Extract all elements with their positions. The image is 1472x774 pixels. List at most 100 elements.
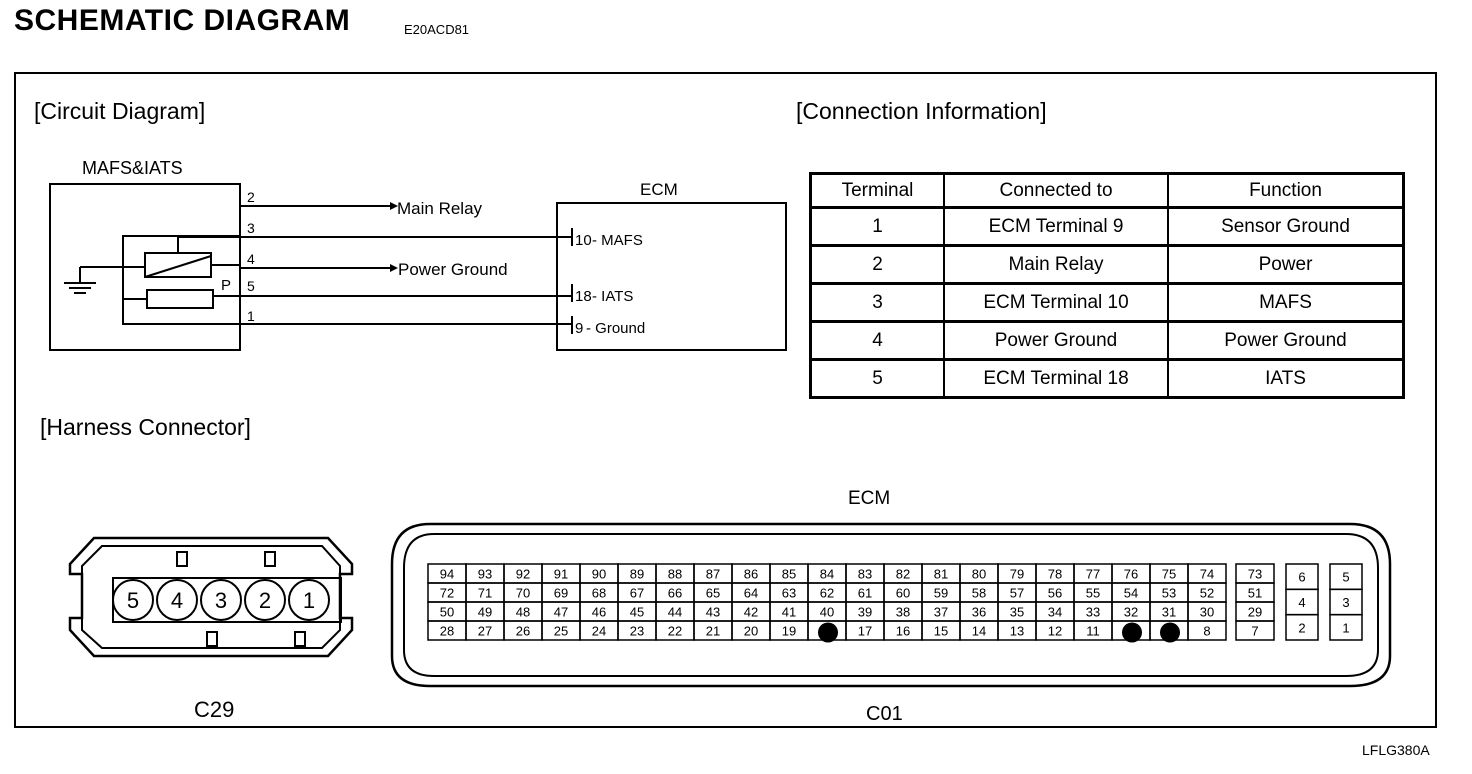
ecm-pin-number: 58 [972, 586, 986, 601]
circuit-diagram: MAFS&IATS P 2 3 4 5 1 Main Relay Power G… [49, 158, 787, 351]
column-header: Function [1167, 172, 1405, 209]
ecm-pin-number: 74 [1200, 567, 1214, 582]
ecm-pin-number: 75 [1162, 567, 1176, 582]
ecm-pin-number: 33 [1086, 605, 1100, 620]
ecm-pin-number: 19 [782, 624, 796, 639]
table-cell: Power [1167, 244, 1405, 285]
ecm-pin-number: 88 [668, 567, 682, 582]
pin-label: 5 [247, 278, 255, 294]
ecm-pin-label: - Ground [586, 320, 645, 337]
table-cell: ECM Terminal 9 [943, 206, 1169, 247]
pin-label: 4 [247, 251, 255, 267]
table-cell: 3 [809, 282, 945, 323]
page-title: SCHEMATIC DIAGRAM [14, 4, 351, 37]
ecm-pin-number: 72 [440, 586, 454, 601]
c29-pin-number: 5 [127, 588, 139, 613]
c29-pin [156, 579, 198, 621]
c29-pin-number: 3 [215, 588, 227, 613]
ecm-pin-number: 87 [706, 567, 720, 582]
ecm-pin-number: 55 [1086, 586, 1100, 601]
ecm-pin-number: 44 [668, 605, 682, 620]
ecm-pin-cell [1187, 620, 1227, 641]
c29-pin [200, 579, 242, 621]
filled-pin-dot [818, 622, 838, 643]
ecm-pin-number: 17 [858, 624, 872, 639]
ecm-box [556, 202, 787, 351]
ecm-pin-number: 79 [1010, 567, 1024, 582]
ecm-pin-number: 53 [1162, 586, 1176, 601]
ecm-pin-label: - MAFS [592, 232, 643, 249]
ecm-pin-number: 80 [972, 567, 986, 582]
ecm-pin-number: 68 [592, 586, 606, 601]
table-cell: ECM Terminal 18 [943, 358, 1169, 399]
ecm-pin-number: 36 [972, 605, 986, 620]
sensor-label: MAFS&IATS [82, 158, 183, 178]
ecm-pin-number: 42 [744, 605, 758, 620]
ecm-pin-number: 30 [1200, 605, 1214, 620]
power-ground-label: Power Ground [398, 260, 508, 279]
ecm-pin-number: 40 [820, 605, 834, 620]
ecm-pin-number: 31 [1162, 605, 1176, 620]
ecm-pin-number: 63 [782, 586, 796, 601]
ecm-pin-number: 18 [575, 288, 592, 305]
ecm-pin-number: 6 [1298, 570, 1305, 585]
ecm-pin-number: 25 [554, 624, 568, 639]
ecm-pin-number: 57 [1010, 586, 1024, 601]
table-row: 3 ECM Terminal 10 MAFS [809, 282, 1405, 323]
ecm-pin-number: 85 [782, 567, 796, 582]
ecm-pin-number: 78 [1048, 567, 1062, 582]
ecm-connector-label: ECM [848, 488, 890, 509]
ecm-pin-number: 46 [592, 605, 606, 620]
ecm-pin-number: 10 [575, 232, 592, 249]
ecm-pin-number: 77 [1086, 567, 1100, 582]
ecm-pin-number: 27 [478, 624, 492, 639]
figure-code: LFLG380A [1362, 742, 1430, 758]
ecm-pin-number: 24 [592, 624, 606, 639]
ecm-pin-number: 59 [934, 586, 948, 601]
table-row: 1 ECM Terminal 9 Sensor Ground [809, 206, 1405, 247]
ecm-pin-number: 60 [896, 586, 910, 601]
ecm-pin-number: 7 [1251, 624, 1258, 639]
column-header: Terminal [809, 172, 945, 209]
section-circuit-diagram: [Circuit Diagram] [34, 98, 206, 124]
diagram-code: E20ACD81 [404, 22, 470, 37]
ecm-pin-number: 34 [1048, 605, 1062, 620]
table-cell: ECM Terminal 10 [943, 282, 1169, 323]
ecm-pin-number: 66 [668, 586, 682, 601]
ecm-pin-number: 37 [934, 605, 948, 620]
ecm-pin-number: 45 [630, 605, 644, 620]
ecm-pin-number: 54 [1124, 586, 1138, 601]
ecm-pin-number: 51 [1248, 586, 1262, 601]
c29-housing [68, 536, 354, 658]
ecm-pin-number: 20 [744, 624, 758, 639]
ecm-pin-number: 50 [440, 605, 454, 620]
filled-pin-dot [1160, 622, 1180, 643]
column-header: Connected to [943, 172, 1169, 209]
ecm-pin-number: 64 [744, 586, 758, 601]
section-connection-information: [Connection Information] [796, 98, 1047, 124]
ecm-pin-number: 3 [1342, 595, 1349, 610]
ecm-pin-number: 8 [1203, 624, 1210, 639]
ecm-pin-number: 84 [820, 567, 834, 582]
ecm-pin-number: 4 [1298, 595, 1305, 610]
ecm-pin-number: 12 [1048, 624, 1062, 639]
ecm-pin-number: 86 [744, 567, 758, 582]
ground-icon [64, 282, 96, 294]
ecm-pin-cell [1285, 613, 1319, 641]
iat-sensor-element [146, 289, 214, 309]
table-cell: MAFS [1167, 282, 1405, 323]
ecm-pin-number: 82 [896, 567, 910, 582]
table-row: 5 ECM Terminal 18 IATS [809, 358, 1405, 399]
pin-label: 3 [247, 220, 255, 236]
ecm-pin-number: 83 [858, 567, 872, 582]
ecm-pin-number: 48 [516, 605, 530, 620]
table-cell: 1 [809, 206, 945, 247]
table-cell: Main Relay [943, 244, 1169, 285]
ecm-pin-number: 35 [1010, 605, 1024, 620]
c29-pin-number: 4 [171, 588, 183, 613]
ecm-pin-number: 70 [516, 586, 530, 601]
c01-label: C01 [866, 703, 903, 725]
pin-label: 2 [247, 189, 255, 205]
ecm-pin-number: 5 [1342, 570, 1349, 585]
ecm-pin-number: 69 [554, 586, 568, 601]
